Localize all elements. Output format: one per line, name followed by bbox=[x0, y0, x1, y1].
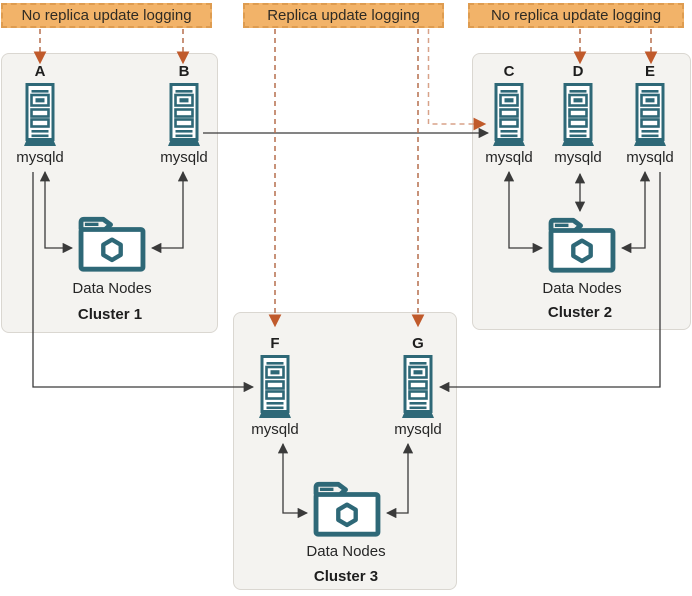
mysqld-label: mysqld bbox=[485, 149, 533, 166]
cluster3-name: Cluster 3 bbox=[313, 568, 379, 585]
server-letter: A bbox=[34, 63, 46, 80]
mysqld-server-icon bbox=[168, 83, 200, 146]
server-b: B mysqld bbox=[152, 62, 216, 168]
server-letter: G bbox=[412, 335, 424, 352]
data-nodes-folder-icon bbox=[310, 479, 384, 544]
cluster2-name: Cluster 2 bbox=[547, 304, 613, 321]
mysqld-server-icon bbox=[562, 83, 594, 146]
server-a: A mysqld bbox=[8, 62, 72, 168]
mysqld-server-icon bbox=[24, 83, 56, 146]
data-nodes-label: Data Nodes bbox=[542, 280, 622, 297]
server-c: C mysqld bbox=[477, 62, 541, 168]
server-letter: D bbox=[572, 63, 584, 80]
server-g: G mysqld bbox=[386, 334, 450, 440]
mysqld-label: mysqld bbox=[394, 421, 442, 438]
mysqld-label: mysqld bbox=[626, 149, 674, 166]
data-nodes-label: Data Nodes bbox=[72, 280, 152, 297]
mysqld-label: mysqld bbox=[160, 149, 208, 166]
server-letter: E bbox=[644, 63, 655, 80]
annotation-no-replica-update-logging-right: No replica update logging bbox=[468, 3, 684, 28]
annotation-no-replica-update-logging-left: No replica update logging bbox=[1, 3, 212, 28]
mysqld-server-icon bbox=[493, 83, 525, 146]
data-nodes-label: Data Nodes bbox=[306, 543, 386, 560]
annotation-replica-update-logging: Replica update logging bbox=[243, 3, 444, 28]
server-d: D mysqld bbox=[546, 62, 610, 168]
mysqld-server-icon bbox=[259, 355, 291, 418]
server-f: F mysqld bbox=[243, 334, 307, 440]
server-letter: C bbox=[503, 63, 515, 80]
data-nodes-folder-icon bbox=[545, 215, 619, 280]
mysqld-server-icon bbox=[402, 355, 434, 418]
mysqld-label: mysqld bbox=[251, 421, 299, 438]
server-letter: B bbox=[178, 63, 190, 80]
mysqld-server-icon bbox=[634, 83, 666, 146]
cluster1-name: Cluster 1 bbox=[77, 306, 143, 323]
data-nodes-folder-icon bbox=[75, 214, 149, 279]
mysqld-label: mysqld bbox=[16, 149, 64, 166]
mysqld-label: mysqld bbox=[554, 149, 602, 166]
server-e: E mysqld bbox=[618, 62, 682, 168]
server-letter: F bbox=[270, 335, 280, 352]
